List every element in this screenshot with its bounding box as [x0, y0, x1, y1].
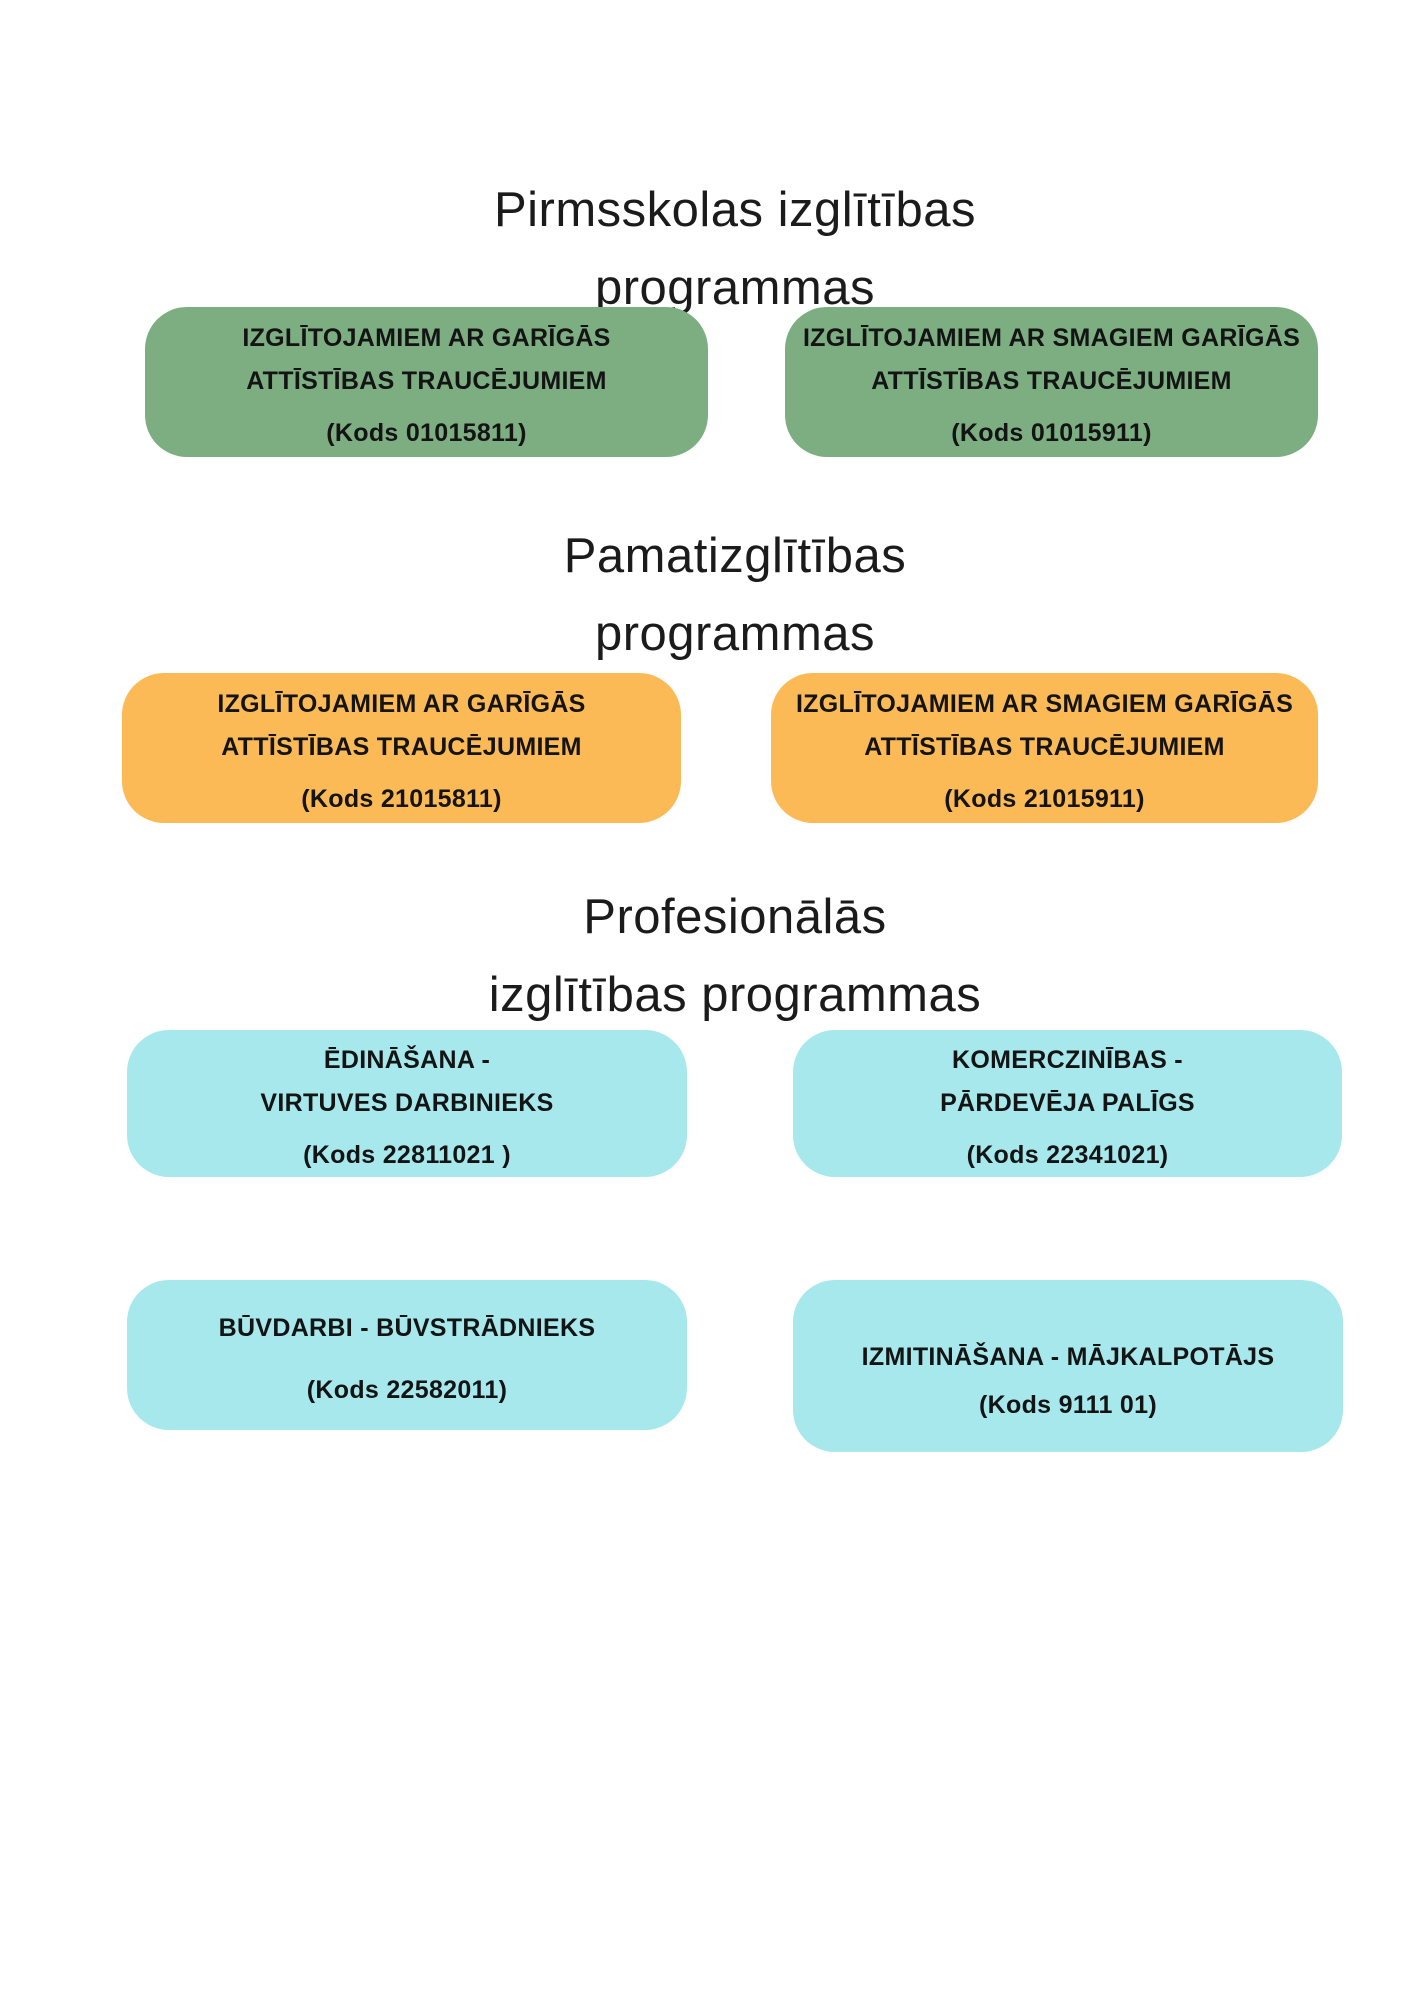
program-card-01015811: IZGLĪTOJAMIEM AR GARĪGĀS ATTĪSTĪBAS TRAU… — [145, 307, 708, 457]
program-card-code: (Kods 01015911) — [951, 419, 1152, 447]
program-card-title-line: IZGLĪTOJAMIEM AR SMAGIEM GARĪGĀS — [802, 324, 1301, 352]
program-card-title: BŪVDARBI - BŪVSTRĀDNIEKS — [219, 1307, 596, 1350]
section-title-preschool: Pirmsskolas izglītības programmas — [494, 171, 976, 327]
program-card-title-line: ĒDINĀŠANA - — [323, 1045, 491, 1074]
program-card-22811021: ĒDINĀŠANA - VIRTUVES DARBINIEKS (Kods 22… — [127, 1030, 687, 1177]
program-card-title-line: ATTĪSTĪBAS TRAUCĒJUMIEM — [246, 367, 607, 395]
section-title-line: izglītības programmas — [488, 967, 982, 1022]
program-card-title-line: IZGLĪTOJAMIEM AR GARĪGĀS — [242, 324, 611, 352]
program-card-title-line: ATTĪSTĪBAS TRAUCĒJUMIEM — [864, 733, 1225, 761]
section-title-line: programmas — [594, 260, 876, 315]
program-card-title: ĒDINĀŠANA - VIRTUVES DARBINIEKS — [260, 1039, 553, 1125]
program-card-code: (Kods 22341021) — [966, 1140, 1169, 1169]
program-card-title-line: KOMERCZINĪBAS - — [952, 1045, 1183, 1074]
section-title-line: Pirmsskolas izglītības — [493, 182, 977, 237]
program-card-code: (Kods 22582011) — [306, 1375, 508, 1404]
program-card-21015911: IZGLĪTOJAMIEM AR SMAGIEM GARĪGĀS ATTĪSTĪ… — [771, 673, 1318, 823]
program-card-code: (Kods 9111 01) — [979, 1390, 1157, 1419]
program-card-title-line: ATTĪSTĪBAS TRAUCĒJUMIEM — [221, 733, 582, 761]
section-title-line: Profesionālās — [583, 889, 887, 944]
program-card-01015911: IZGLĪTOJAMIEM AR SMAGIEM GARĪGĀS ATTĪSTĪ… — [785, 307, 1318, 457]
program-card-title-line: BŪVDARBI - BŪVSTRĀDNIEKS — [218, 1313, 596, 1342]
program-card-title: IZGLĪTOJAMIEM AR GARĪGĀS ATTĪSTĪBAS TRAU… — [242, 317, 610, 403]
program-card-code: (Kods 21015811) — [301, 785, 502, 813]
program-card-22341021: KOMERCZINĪBAS - PĀRDEVĒJA PALĪGS (Kods 2… — [793, 1030, 1342, 1177]
section-title-professional: Profesionālās izglītības programmas — [489, 878, 982, 1034]
program-card-code: (Kods 22811021 ) — [303, 1140, 511, 1169]
program-card-title-line: PĀRDEVĒJA PALĪGS — [940, 1088, 1195, 1117]
program-card-22582011: BŪVDARBI - BŪVSTRĀDNIEKS (Kods 22582011) — [127, 1280, 687, 1430]
program-card-title: IZMITINĀŠANA - MĀJKALPOTĀJS — [862, 1336, 1275, 1379]
program-card-title-line: ATTĪSTĪBAS TRAUCĒJUMIEM — [871, 367, 1232, 395]
program-card-9111-01: IZMITINĀŠANA - MĀJKALPOTĀJS (Kods 9111 0… — [793, 1280, 1343, 1452]
section-title-line: programmas — [594, 606, 876, 661]
program-card-title-line: VIRTUVES DARBINIEKS — [260, 1088, 554, 1117]
section-title-line: Pamatizglītības — [563, 528, 907, 583]
program-card-title: IZGLĪTOJAMIEM AR GARĪGĀS ATTĪSTĪBAS TRAU… — [217, 683, 585, 769]
program-card-title-line: IZGLĪTOJAMIEM AR GARĪGĀS — [217, 690, 586, 718]
program-card-title-line: IZGLĪTOJAMIEM AR SMAGIEM GARĪGĀS — [795, 690, 1294, 718]
section-title-basic-education: Pamatizglītības programmas — [564, 517, 907, 673]
program-card-title: IZGLĪTOJAMIEM AR SMAGIEM GARĪGĀS ATTĪSTĪ… — [796, 683, 1293, 769]
program-card-code: (Kods 01015811) — [326, 419, 527, 447]
program-card-code: (Kods 21015911) — [944, 785, 1145, 813]
program-card-21015811: IZGLĪTOJAMIEM AR GARĪGĀS ATTĪSTĪBAS TRAU… — [122, 673, 681, 823]
program-card-title-line: IZMITINĀŠANA - MĀJKALPOTĀJS — [861, 1342, 1275, 1371]
program-card-title: IZGLĪTOJAMIEM AR SMAGIEM GARĪGĀS ATTĪSTĪ… — [803, 317, 1300, 403]
program-card-title: KOMERCZINĪBAS - PĀRDEVĒJA PALĪGS — [940, 1039, 1195, 1125]
